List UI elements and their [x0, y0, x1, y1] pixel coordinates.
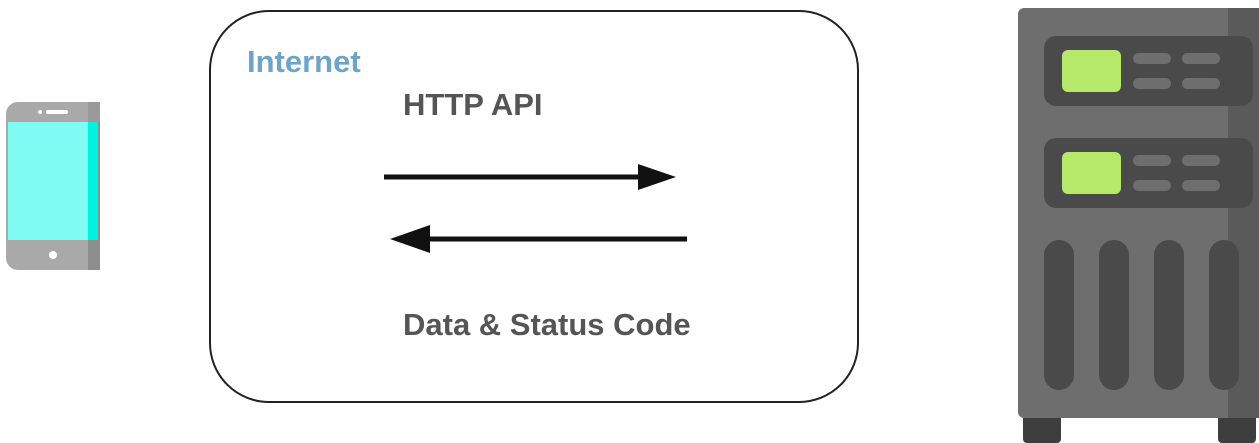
- smartphone-icon: [6, 102, 100, 270]
- response-arrow: [390, 225, 687, 253]
- server-tower-icon: [1018, 8, 1259, 443]
- internet-label: Internet: [247, 44, 361, 79]
- request-label: HTTP API: [403, 87, 543, 122]
- request-arrow: [384, 164, 676, 190]
- response-label: Data & Status Code: [403, 307, 691, 342]
- internet-boundary: [209, 10, 859, 403]
